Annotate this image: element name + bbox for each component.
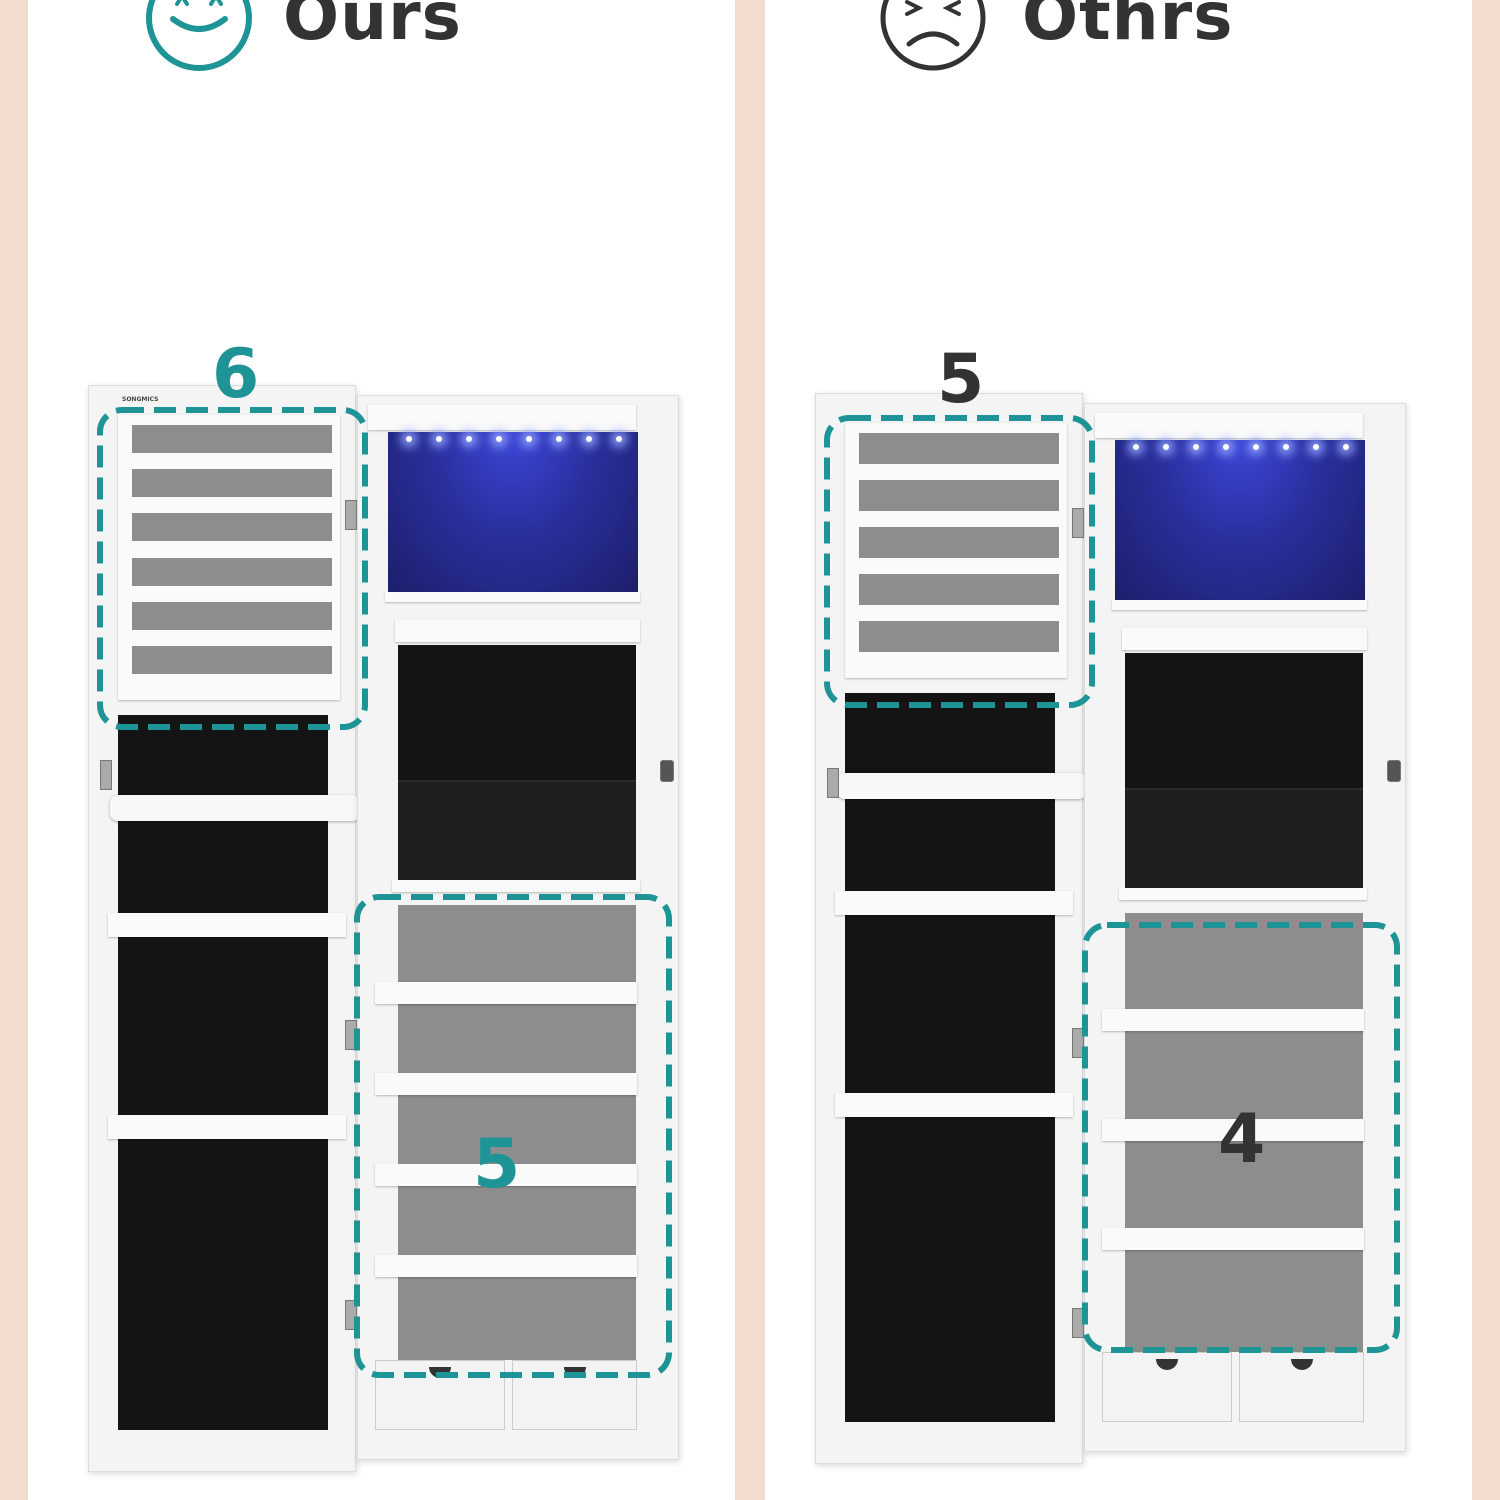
led-light <box>406 436 412 442</box>
ring-hook-bar <box>1122 628 1367 650</box>
led-light <box>616 436 622 442</box>
led-light <box>496 436 502 442</box>
hinge-icon <box>100 760 112 790</box>
shelf <box>1119 888 1367 900</box>
led-light <box>1343 444 1349 450</box>
ring-hook-bar <box>395 620 640 642</box>
cabinet-top-frame <box>1095 413 1363 438</box>
led-light <box>1283 444 1289 450</box>
led-light <box>556 436 562 442</box>
hinge-icon <box>345 1020 357 1050</box>
led-light <box>1313 444 1319 450</box>
earring-slot <box>132 425 332 454</box>
lower-shelf <box>1102 1008 1364 1031</box>
led-light <box>436 436 442 442</box>
others-top-count: 5 <box>937 340 985 419</box>
sad-face-icon <box>880 0 986 71</box>
led-display-area <box>388 432 638 592</box>
drawer <box>1239 1352 1364 1422</box>
drawer <box>1102 1352 1232 1422</box>
led-display-area <box>1115 440 1365 600</box>
drawer-knob <box>563 1367 586 1378</box>
earring-slot <box>132 557 332 586</box>
hinge-icon <box>345 1300 357 1330</box>
lower-shelf <box>375 1255 637 1277</box>
led-light <box>1223 444 1229 450</box>
door-mirror-back <box>118 715 328 1430</box>
shelf <box>392 880 640 892</box>
lower-shelf <box>375 1073 637 1095</box>
earring-slot <box>859 574 1059 605</box>
ours-bottom-count: 5 <box>473 1125 521 1204</box>
necklace-hook-bar <box>835 891 1073 915</box>
lock-icon <box>1387 760 1401 782</box>
lower-shelf <box>1102 1228 1364 1251</box>
cabinet-top-frame <box>368 405 636 430</box>
earring-slot <box>132 513 332 542</box>
drawer-knob <box>1290 1359 1313 1370</box>
earring-slot <box>859 527 1059 558</box>
drawer <box>375 1360 505 1430</box>
scarf-rod <box>110 795 360 821</box>
happy-face-icon <box>146 0 252 71</box>
led-light <box>466 436 472 442</box>
earring-slot <box>132 645 332 674</box>
hinge-icon <box>827 768 839 798</box>
led-light <box>586 436 592 442</box>
ours-top-count: 6 <box>212 335 260 414</box>
lock-icon <box>660 760 674 782</box>
others-title: Othrs <box>1022 0 1234 55</box>
earring-slot <box>132 469 332 498</box>
led-light <box>1193 444 1199 450</box>
shelf <box>1112 600 1367 610</box>
earring-slot <box>132 601 332 630</box>
earring-slot <box>859 480 1059 511</box>
earring-slot <box>859 621 1059 652</box>
hinge-icon <box>1072 1028 1084 1058</box>
others-bottom-count: 4 <box>1218 1100 1266 1179</box>
shelf <box>385 592 640 602</box>
necklace-hook-bar <box>835 1093 1073 1117</box>
storage-pouch <box>398 780 636 880</box>
hinge-icon <box>1072 1308 1084 1338</box>
led-light <box>1133 444 1139 450</box>
earring-slot <box>859 433 1059 464</box>
hinge-icon <box>345 500 357 530</box>
ours-title: Ours <box>283 0 462 55</box>
led-light <box>1163 444 1169 450</box>
necklace-hook-bar <box>108 1115 346 1139</box>
scarf-rod <box>837 773 1087 799</box>
led-light <box>526 436 532 442</box>
necklace-hook-bar <box>108 913 346 937</box>
drawer-knob <box>1156 1359 1178 1370</box>
door-mirror-back <box>845 693 1055 1422</box>
storage-pouch <box>1125 788 1363 888</box>
led-light <box>1253 444 1259 450</box>
hinge-icon <box>1072 508 1084 538</box>
lower-shelf <box>375 982 637 1004</box>
drawer-knob <box>429 1367 451 1378</box>
drawer <box>512 1360 637 1430</box>
brand-label: SONGMICS <box>122 396 159 403</box>
